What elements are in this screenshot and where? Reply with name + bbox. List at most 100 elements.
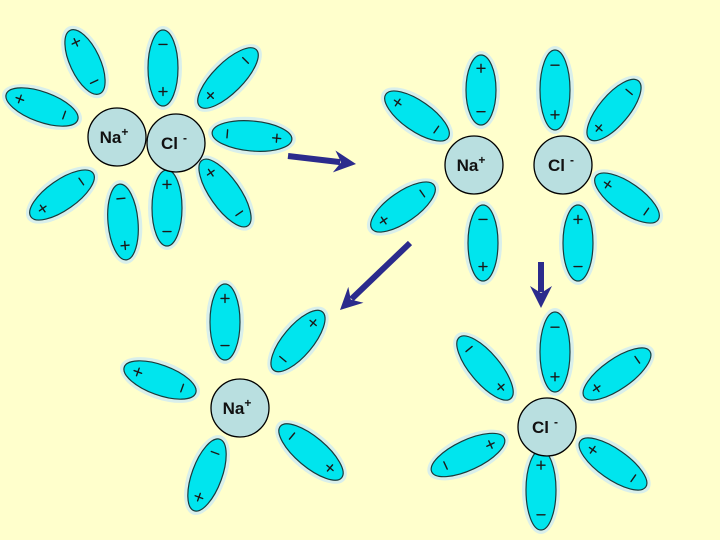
water-molecule-icon: [536, 46, 574, 134]
ion-symbol: Na: [100, 128, 122, 147]
arrow-icon: [287, 150, 356, 173]
ion-charge: -: [183, 131, 187, 145]
minus-charge-icon: [210, 450, 220, 455]
water-body: [467, 204, 499, 282]
water-molecule-icon: [25, 166, 99, 224]
water-molecule-icon: [380, 87, 454, 145]
water-molecule-icon: [206, 280, 244, 364]
water-molecule-icon: [103, 180, 143, 264]
water-molecule-icon: [267, 306, 329, 376]
cl-ion-label: Cl-: [532, 415, 558, 437]
arrow-head: [340, 286, 364, 310]
minus-charge-icon: [288, 432, 296, 440]
plus-charge-icon: [573, 214, 583, 225]
water-body: [370, 181, 436, 233]
water-body: [582, 347, 652, 401]
plus-charge-icon: [158, 86, 168, 97]
ion-charge: +: [121, 125, 128, 139]
water-molecule-icon: [2, 84, 82, 130]
water-molecule-icon: [144, 26, 182, 110]
water-molecule-icon: [559, 201, 597, 285]
ion-symbol: Na: [223, 399, 245, 418]
na-ion: Na+: [87, 107, 147, 167]
plus-charge-icon: [220, 293, 230, 304]
minus-charge-icon: [433, 125, 440, 134]
arrow-shaft: [287, 153, 341, 166]
plus-charge-icon: [133, 367, 143, 377]
plus-charge-icon: [162, 179, 172, 190]
ion-charge: -: [554, 415, 558, 429]
minus-charge-icon: [89, 79, 99, 85]
ions: Na+Cl-Na+Cl-Na+Cl-: [87, 107, 593, 457]
minus-charge-icon: [180, 383, 185, 393]
na-ion-label: Na+: [223, 396, 252, 418]
water-molecule-icon: [590, 169, 664, 227]
ion-circle: [146, 113, 206, 173]
water-molecules: [2, 25, 664, 534]
ion-circle: [444, 135, 504, 195]
plus-charge-icon: [595, 124, 603, 132]
ion-circle: [210, 378, 270, 438]
plus-charge-icon: [478, 261, 488, 272]
water-molecule-icon: [579, 344, 655, 404]
water-molecule-icon: [462, 51, 500, 129]
water-molecule-icon: [194, 44, 262, 112]
process-arrows: [287, 150, 552, 310]
minus-charge-icon: [465, 345, 473, 353]
water-body: [198, 158, 252, 228]
plus-charge-icon: [603, 180, 612, 189]
water-body: [594, 172, 660, 224]
minus-charge-icon: [443, 461, 448, 470]
plus-charge-icon: [194, 492, 204, 502]
water-molecule-icon: [464, 201, 502, 285]
plus-charge-icon: [486, 440, 495, 449]
water-molecule-icon: [61, 25, 109, 99]
water-molecule-icon: [453, 332, 517, 404]
ion-charge: +: [478, 153, 485, 167]
ion-symbol: Cl: [548, 156, 565, 175]
ion-symbol: Na: [457, 156, 479, 175]
water-body: [211, 120, 293, 152]
minus-charge-icon: [226, 129, 229, 139]
arrow-head: [332, 150, 356, 173]
water-molecule-icon: [184, 435, 230, 515]
na-ion: Na+: [444, 135, 504, 195]
water-molecule-icon: [536, 308, 574, 396]
plus-charge-icon: [71, 38, 81, 47]
ion-circle: [533, 135, 593, 195]
water-body: [147, 29, 179, 107]
water-molecule-icon: [583, 75, 645, 145]
minus-charge-icon: [419, 189, 426, 198]
minus-charge-icon: [235, 210, 244, 217]
arrow-icon: [340, 240, 413, 310]
water-molecule-icon: [195, 155, 255, 231]
water-molecule-icon: [427, 429, 509, 481]
cl-ion: Cl-: [517, 397, 577, 457]
minus-charge-icon: [625, 88, 633, 96]
water-body: [578, 437, 648, 491]
water-body: [539, 49, 571, 131]
minus-charge-icon: [242, 56, 250, 64]
plus-charge-icon: [536, 460, 546, 470]
ion-circle: [87, 107, 147, 167]
minus-charge-icon: [634, 355, 641, 364]
na-ion-label: Na+: [457, 153, 486, 175]
plus-charge-icon: [206, 168, 215, 177]
minus-charge-icon: [78, 177, 85, 186]
water-body: [187, 438, 227, 512]
water-molecule-icon: [120, 357, 200, 403]
arrow-icon: [530, 262, 552, 308]
water-molecule-icon: [366, 178, 440, 236]
cl-ion-label: Cl-: [161, 131, 187, 153]
plus-charge-icon: [393, 98, 402, 107]
ion-symbol: Cl: [161, 134, 178, 153]
ion-symbol: Cl: [532, 418, 549, 437]
cl-ion: Cl-: [146, 113, 206, 173]
plus-charge-icon: [588, 445, 597, 454]
cl-ion-label: Cl-: [548, 153, 574, 175]
plus-charge-icon: [326, 464, 334, 472]
minus-charge-icon: [62, 110, 67, 120]
plus-charge-icon: [476, 63, 486, 73]
plus-charge-icon: [592, 384, 601, 393]
